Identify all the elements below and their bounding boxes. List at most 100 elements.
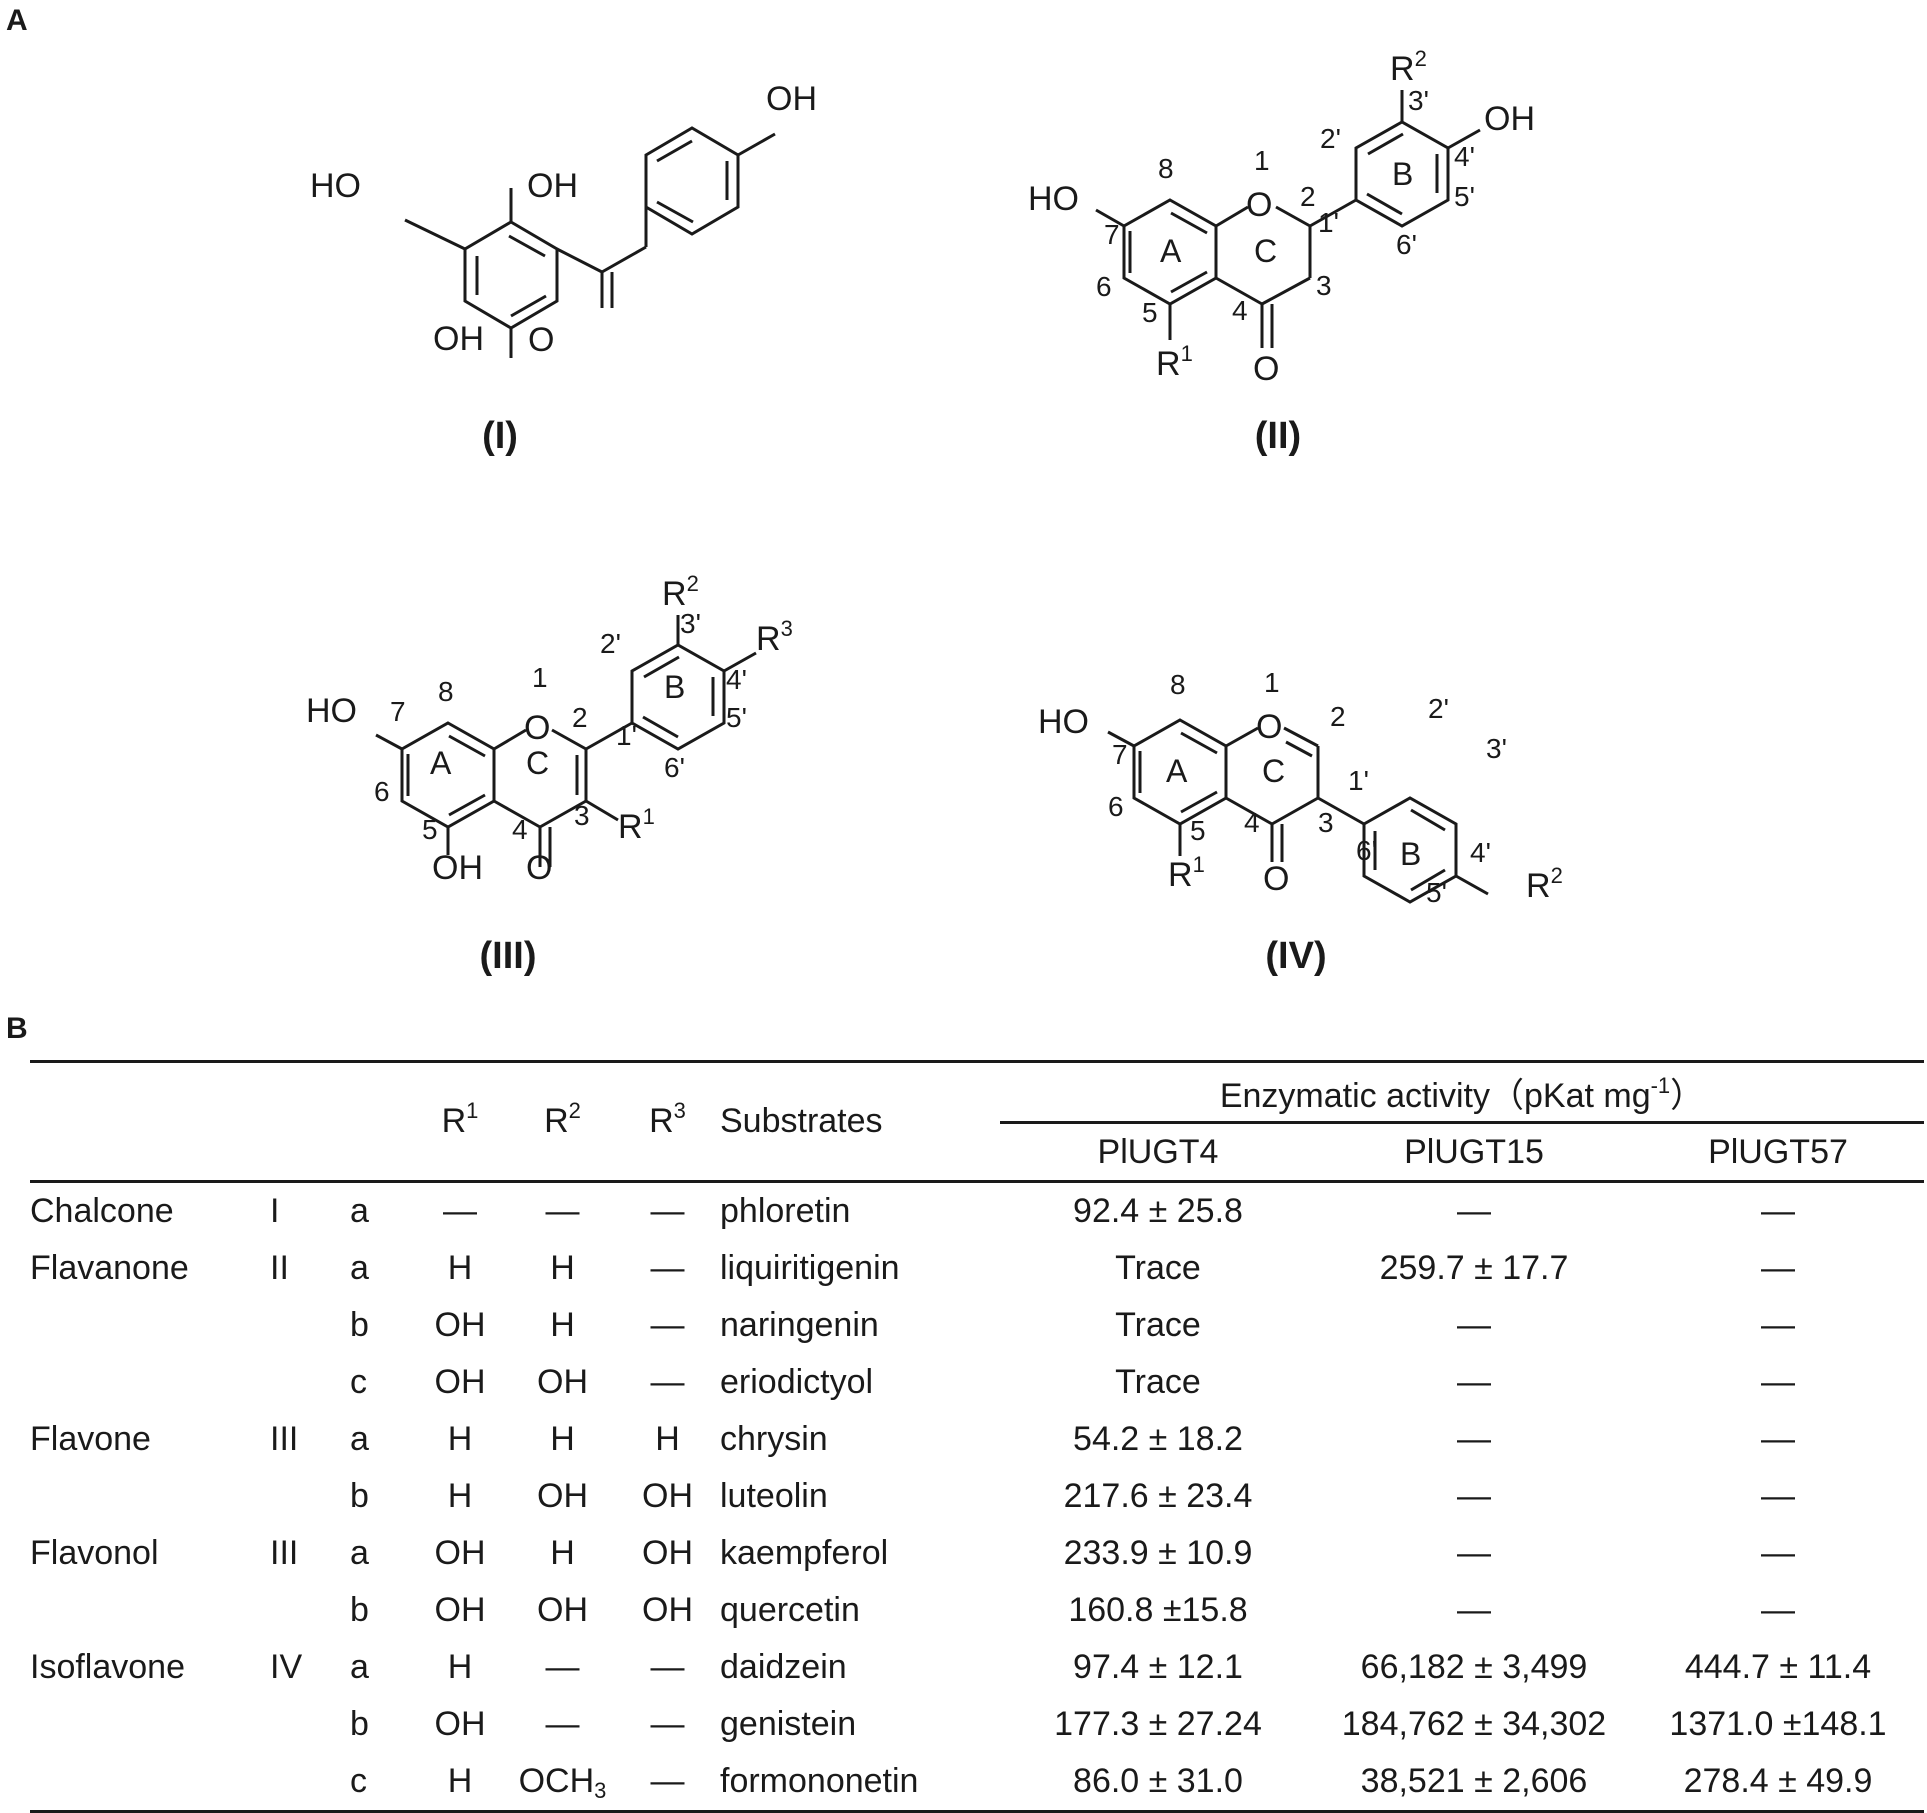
structure-iii-r2: R2 bbox=[662, 571, 699, 613]
r2-cell: — bbox=[545, 1648, 580, 1686]
variant-cell: a bbox=[350, 1648, 369, 1686]
plugt57-value: — bbox=[1761, 1591, 1795, 1629]
type-cell bbox=[270, 1753, 350, 1813]
structure-ii-n6p: 6' bbox=[1396, 229, 1417, 260]
plugt4-value: 54.2 ± 18.2 bbox=[1073, 1420, 1243, 1458]
r1-cell: OH bbox=[434, 1705, 486, 1743]
r1-cell: OH bbox=[434, 1591, 486, 1629]
structure-ii-n1p: 1' bbox=[1318, 207, 1339, 238]
structure-iv-ho: HO bbox=[1038, 703, 1089, 741]
structure-iv-n3: 3 bbox=[1318, 807, 1334, 838]
plugt57-value: — bbox=[1761, 1363, 1795, 1401]
plugt57-value: — bbox=[1761, 1306, 1795, 1344]
structure-i: HO OH OH O OH bbox=[310, 80, 817, 359]
structure-iv-r1: R1 bbox=[1168, 852, 1205, 894]
structure-i-carbonyl-o: O bbox=[528, 321, 554, 359]
structure-iv-ring-a: A bbox=[1166, 753, 1188, 789]
plugt4-value: 160.8 ±15.8 bbox=[1068, 1591, 1248, 1629]
plugt57-value: — bbox=[1761, 1534, 1795, 1572]
structure-iii-n2: 2 bbox=[572, 702, 588, 733]
class-cell bbox=[30, 1354, 270, 1411]
structure-iii-r3: R3 bbox=[756, 616, 793, 658]
variant-cell: b bbox=[350, 1591, 369, 1629]
structure-iii-r1: R1 bbox=[618, 804, 655, 846]
r2-cell: OH bbox=[537, 1591, 588, 1629]
class-cell: Flavonol bbox=[30, 1534, 159, 1572]
structure-ii-n3: 3 bbox=[1316, 270, 1332, 301]
structure-i-oh-top: OH bbox=[527, 167, 578, 205]
structure-ii: HO O O OH R1 R2 A C B 1 2 3 4 5 6 7 8 1'… bbox=[1028, 46, 1535, 388]
structure-ii-n4p: 4' bbox=[1454, 141, 1475, 172]
structure-ii-n5p: 5' bbox=[1454, 181, 1475, 212]
structure-ii-n5: 5 bbox=[1142, 297, 1158, 328]
structure-iii-n6p: 6' bbox=[664, 752, 685, 783]
r1-cell: H bbox=[447, 1249, 473, 1287]
header-enzyme-plugt4: PlUGT4 bbox=[1097, 1132, 1219, 1171]
r3-cell: — bbox=[650, 1306, 685, 1344]
r3-cell: — bbox=[650, 1363, 685, 1401]
structure-ii-n7: 7 bbox=[1104, 219, 1120, 250]
plugt15-value: — bbox=[1457, 1534, 1491, 1572]
panel-label-a: A bbox=[6, 4, 28, 37]
structure-iii-n5p: 5' bbox=[726, 702, 747, 733]
structure-ii-oh: OH bbox=[1484, 100, 1535, 138]
variant-cell: b bbox=[350, 1705, 369, 1743]
r3-cell: — bbox=[650, 1705, 685, 1743]
class-cell: Flavone bbox=[30, 1420, 151, 1458]
plugt15-value: 184,762 ± 34,302 bbox=[1341, 1705, 1607, 1743]
structure-iii-n5: 5 bbox=[422, 814, 438, 845]
variant-cell: a bbox=[350, 1192, 369, 1230]
structure-iii-n8: 8 bbox=[438, 676, 454, 707]
table-header-row-1: R1 R2 R3 Substrates Enzymatic activity（p… bbox=[30, 1060, 1924, 1180]
r2-cell: — bbox=[545, 1192, 580, 1230]
plugt4-value: 177.3 ± 27.24 bbox=[1054, 1705, 1262, 1743]
structure-ii-n6: 6 bbox=[1096, 271, 1112, 302]
structure-iv-n2: 2 bbox=[1330, 701, 1346, 732]
plugt57-value: 444.7 ± 11.4 bbox=[1684, 1648, 1872, 1686]
r2-cell: OCH3 bbox=[510, 1753, 615, 1813]
variant-cell: a bbox=[350, 1249, 369, 1287]
structure-iv-n5p: 5' bbox=[1426, 877, 1447, 908]
structure-ii-n2: 2 bbox=[1300, 181, 1316, 212]
plugt15-value: 259.7 ± 17.7 bbox=[1379, 1249, 1569, 1287]
r2-cell: H bbox=[550, 1534, 575, 1572]
class-cell: Isoflavone bbox=[30, 1648, 185, 1686]
substrate-cell: genistein bbox=[720, 1705, 857, 1743]
r1-cell: OH bbox=[434, 1306, 486, 1344]
structure-iii-n4p: 4' bbox=[726, 664, 747, 695]
substrate-cell: daidzein bbox=[720, 1648, 847, 1686]
type-cell bbox=[270, 1354, 350, 1411]
type-cell: IV bbox=[270, 1648, 303, 1686]
structure-iii-n1: 1 bbox=[532, 662, 548, 693]
plugt15-value: 66,182 ± 3,499 bbox=[1360, 1648, 1588, 1686]
structure-iii-n7: 7 bbox=[390, 696, 406, 727]
structure-iv-n7: 7 bbox=[1112, 739, 1128, 770]
structure-i-caption: (I) bbox=[482, 415, 518, 457]
structure-iii-bonds bbox=[375, 615, 757, 867]
plugt15-value: 38,521 ± 2,606 bbox=[1316, 1753, 1632, 1813]
class-cell bbox=[30, 1753, 270, 1813]
type-cell bbox=[270, 1468, 350, 1525]
type-cell bbox=[270, 1696, 350, 1753]
header-r2: R2 bbox=[510, 1060, 615, 1180]
structure-i-oh-para: OH bbox=[766, 80, 817, 118]
plugt57-value: — bbox=[1761, 1477, 1795, 1515]
structure-ii-n2p: 2' bbox=[1320, 123, 1341, 154]
r1-cell: OH bbox=[434, 1363, 486, 1401]
structure-iii-o: O bbox=[524, 709, 550, 747]
variant-cell: a bbox=[350, 1534, 369, 1572]
structure-iv-n8: 8 bbox=[1170, 669, 1186, 700]
variant-cell: b bbox=[350, 1306, 369, 1344]
variant-cell: b bbox=[350, 1477, 369, 1515]
structure-ii-r2: R2 bbox=[1390, 46, 1427, 88]
plugt57-value: — bbox=[1761, 1249, 1795, 1287]
structure-iv-ring-b: B bbox=[1400, 836, 1421, 872]
structure-ii-n3p: 3' bbox=[1408, 85, 1429, 116]
